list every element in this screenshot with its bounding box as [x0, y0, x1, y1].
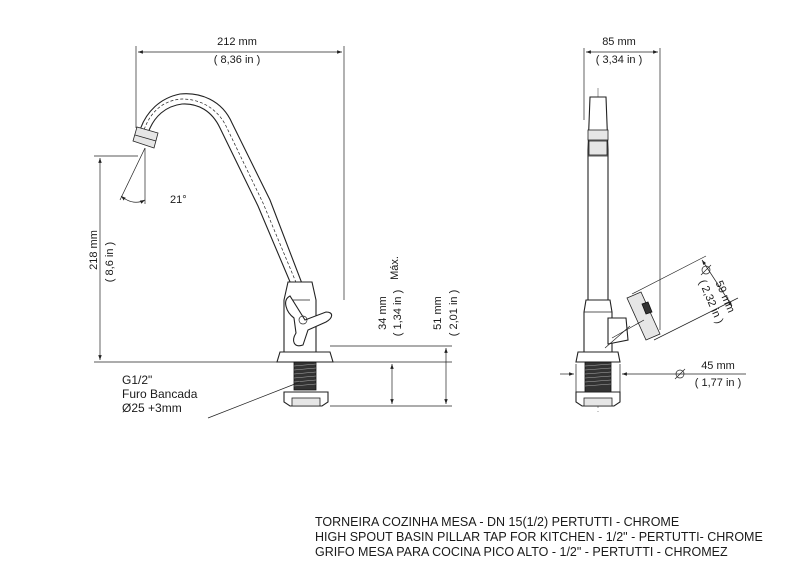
install-note-diameter: Ø25 +3mm [122, 401, 182, 415]
dim-height-mm: 218 mm [88, 230, 100, 270]
dim-height-in: ( 8,6 in ) [104, 242, 116, 282]
front-base [276, 351, 334, 407]
side-view: 85 mm ( 3,34 in ) 59 mm ( 2,32 in ) 45 m… [560, 36, 746, 412]
dim-front-width-in: ( 8,36 in ) [214, 54, 260, 66]
dim-base-len-mm: 51 mm [432, 296, 444, 330]
dim-base-len-in: ( 2,01 in ) [448, 290, 460, 336]
dim-side-width-in: ( 3,34 in ) [596, 54, 642, 66]
title-portuguese: TORNEIRA COZINHA MESA - DN 15(1/2) PERTU… [315, 515, 679, 529]
dim-height [94, 155, 280, 363]
front-spout [132, 93, 317, 353]
dim-base-dia-in: ( 1,77 in ) [695, 377, 741, 389]
dim-base-dia [560, 364, 746, 392]
dim-thread-lengths [330, 345, 452, 407]
front-aerator [132, 126, 159, 149]
dim-front-width [135, 46, 345, 300]
install-note-hole: Furo Bancada [122, 387, 198, 401]
note-leader [207, 381, 301, 419]
side-spout [587, 96, 609, 301]
title-spanish: GRIFO MESA PARA COCINA PICO ALTO - 1/2" … [315, 545, 728, 559]
dim-base-dia-mm: 45 mm [701, 360, 735, 372]
dim-angle [119, 147, 146, 204]
dim-side-width-mm: 85 mm [602, 36, 636, 48]
front-view: 212 mm ( 8,36 in ) 218 mm ( 8,6 in ) 21°… [88, 36, 460, 419]
title-english: HIGH SPOUT BASIN PILLAR TAP FOR KITCHEN … [315, 530, 763, 544]
front-handle [285, 295, 333, 347]
dim-thread-len-in: ( 1,34 in ) [392, 290, 404, 336]
dim-thread-len-mm: 34 mm [377, 296, 389, 330]
install-note-thread: G1/2" [122, 373, 152, 387]
dim-max-label: Máx. [389, 256, 401, 280]
dim-angle-label: 21° [170, 194, 187, 206]
dim-side-width [583, 48, 661, 330]
side-handle [626, 291, 661, 341]
dim-front-width-mm: 212 mm [217, 36, 257, 48]
dim-handle-dia [631, 255, 739, 341]
